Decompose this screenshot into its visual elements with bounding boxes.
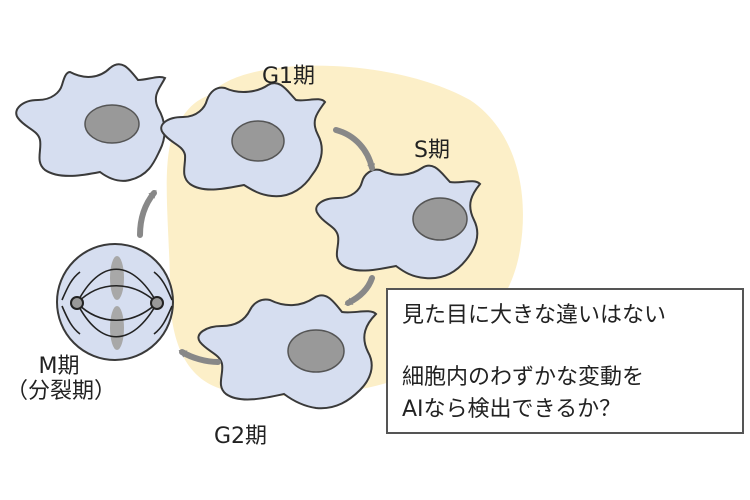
label-m-line2: （分裂期） <box>6 379 117 405</box>
centrosome-right <box>150 296 164 310</box>
cell-daughter <box>15 63 167 182</box>
arrow-g1-to-s <box>333 127 376 172</box>
cell-g2 <box>197 294 378 410</box>
cell-s <box>315 164 482 280</box>
cell-g1 <box>160 82 327 198</box>
chromosome <box>110 306 124 350</box>
label-m-phase: M期 （分裂期） <box>6 354 117 405</box>
cycle-arrows <box>137 127 376 365</box>
label-s: S期 <box>414 138 450 163</box>
note-line-1: 見た目に大きな違いはない <box>402 303 667 328</box>
spindle-fibers <box>61 268 173 338</box>
label-g2: G2期 <box>214 424 268 449</box>
arrow-s-to-g2 <box>344 275 375 306</box>
label-m-line1: M期 <box>38 354 80 379</box>
chromosome <box>110 256 124 300</box>
centrosome-left <box>70 296 84 310</box>
cell-m-phase <box>56 243 174 361</box>
note-line-2: 細胞内のわずかな変動を <box>402 364 645 390</box>
nucleus <box>84 104 140 144</box>
label-g1: G1期 <box>262 64 316 89</box>
nucleus <box>231 120 285 162</box>
note-box: 見た目に大きな違いはない 細胞内のわずかな変動を AIなら検出できるか？ <box>386 288 744 434</box>
note-line-3: AIなら検出できるか？ <box>402 396 622 422</box>
arrow-g2-to-m <box>178 349 221 365</box>
arrow-m-to-daughter <box>137 189 157 238</box>
nucleus <box>287 329 345 373</box>
nucleus <box>412 197 468 241</box>
